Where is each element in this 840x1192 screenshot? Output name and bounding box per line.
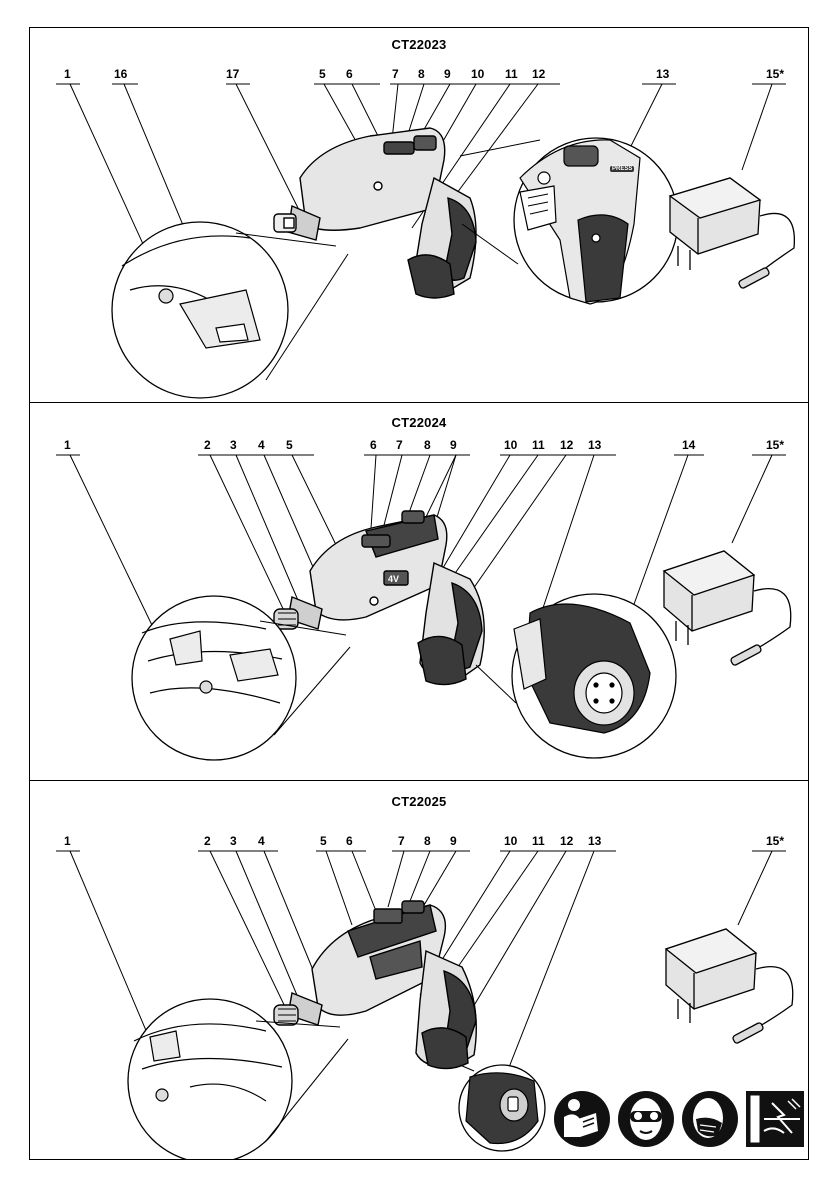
panel-ct22024: CT22024 1 2 3 4 5 6 7 8 9 10 11 12 13 14… [30,403,808,780]
ct22023-illustration [30,28,808,402]
safety-icons [552,1089,808,1149]
read-manual-icon [554,1091,610,1147]
ct22024-illustration: 4V [30,403,808,780]
press-badge: PRESS [610,166,634,172]
safety-goggles-icon [618,1091,674,1147]
hidden-wiring-warning-icon [746,1091,804,1147]
panel-ct22023: CT22023 1 16 17 5 6 7 8 9 10 11 12 13 15… [30,28,808,402]
dust-mask-icon [682,1091,738,1147]
voltage-badge: 4V [388,574,399,584]
